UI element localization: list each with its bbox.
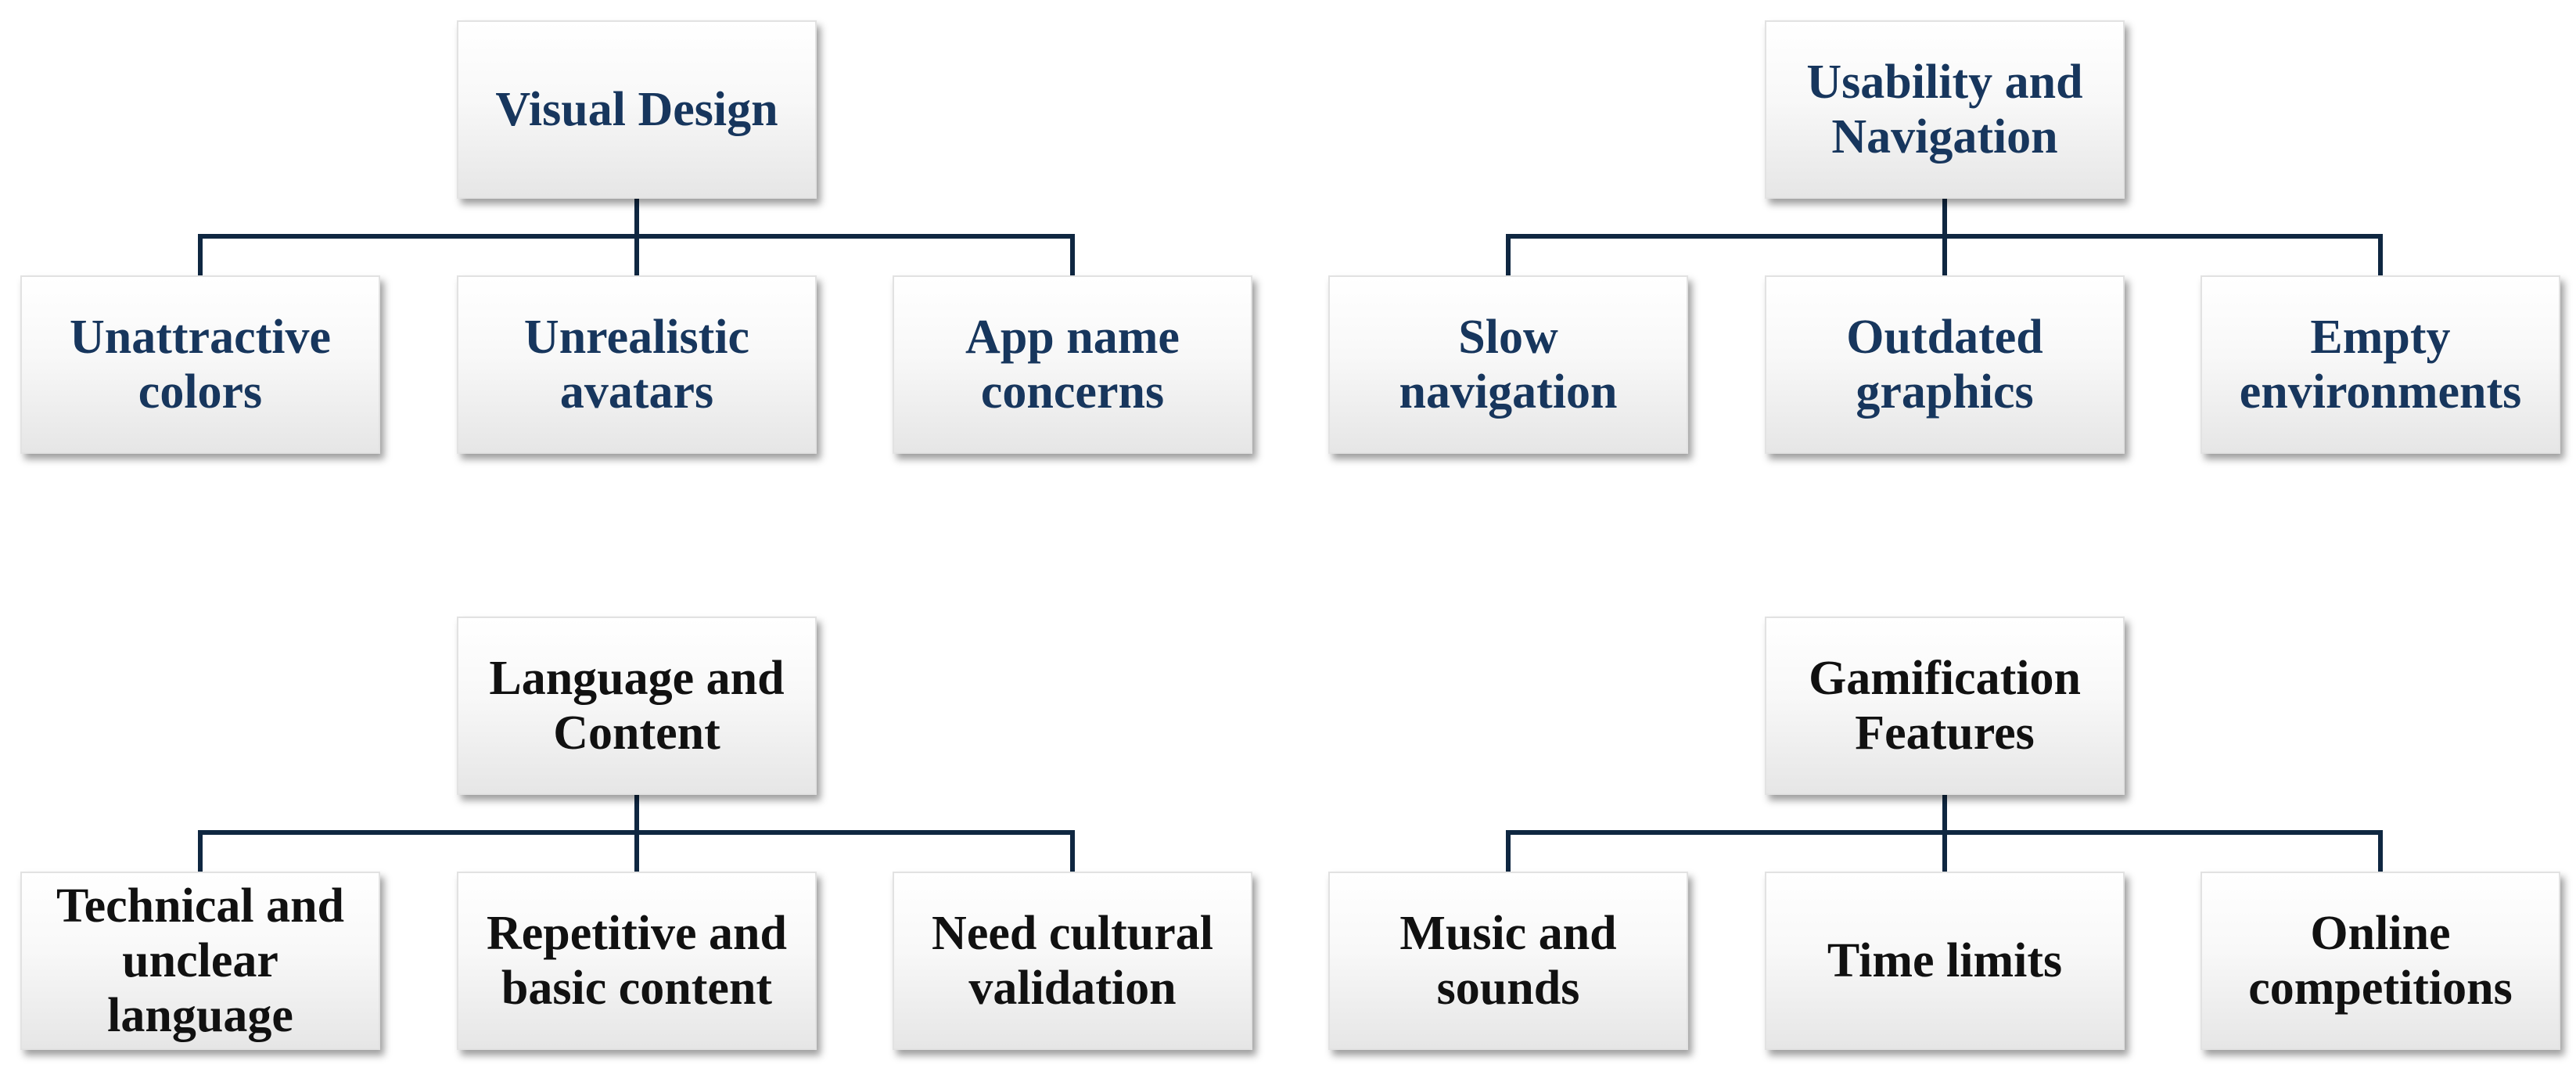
parent-label: Usability and Navigation bbox=[1806, 56, 2083, 164]
child-need-cultural-validation: Need cultural validation bbox=[893, 872, 1252, 1050]
group-gamification-features-parent: Gamification Features bbox=[1765, 617, 2125, 795]
child-unattractive-colors: Unattractive colors bbox=[20, 275, 380, 454]
child-slow-navigation: Slow navigation bbox=[1328, 275, 1688, 454]
child-label: Unattractive colors bbox=[70, 311, 331, 419]
group-visual-design-parent: Visual Design bbox=[457, 20, 817, 199]
child-label: Repetitive and basic content bbox=[486, 907, 788, 1015]
child-label: Empty environments bbox=[2239, 311, 2522, 419]
child-label: Slow navigation bbox=[1399, 311, 1618, 419]
child-app-name-concerns: App name concerns bbox=[893, 275, 1252, 454]
parent-label: Gamification Features bbox=[1809, 652, 2081, 760]
child-label: App name concerns bbox=[965, 311, 1180, 419]
child-music-sounds: Music and sounds bbox=[1328, 872, 1688, 1050]
child-repetitive-basic-content: Repetitive and basic content bbox=[457, 872, 817, 1050]
parent-label: Visual Design bbox=[495, 83, 778, 136]
child-label: Online competitions bbox=[2248, 907, 2513, 1015]
child-label: Unrealistic avatars bbox=[523, 311, 750, 419]
child-empty-environments: Empty environments bbox=[2201, 275, 2560, 454]
child-time-limits: Time limits bbox=[1765, 872, 2125, 1050]
child-label: Need cultural validation bbox=[932, 907, 1213, 1015]
group-language-content-parent: Language and Content bbox=[457, 617, 817, 795]
child-label: Music and sounds bbox=[1399, 907, 1617, 1015]
child-online-competitions: Online competitions bbox=[2201, 872, 2560, 1050]
child-label: Outdated graphics bbox=[1846, 311, 2043, 419]
group-usability-navigation-parent: Usability and Navigation bbox=[1765, 20, 2125, 199]
child-technical-unclear-language: Technical and unclear language bbox=[20, 872, 380, 1050]
child-label: Technical and unclear language bbox=[56, 879, 345, 1042]
parent-label: Language and Content bbox=[489, 652, 785, 760]
child-label: Time limits bbox=[1827, 934, 2063, 987]
child-outdated-graphics: Outdated graphics bbox=[1765, 275, 2125, 454]
child-unrealistic-avatars: Unrealistic avatars bbox=[457, 275, 817, 454]
